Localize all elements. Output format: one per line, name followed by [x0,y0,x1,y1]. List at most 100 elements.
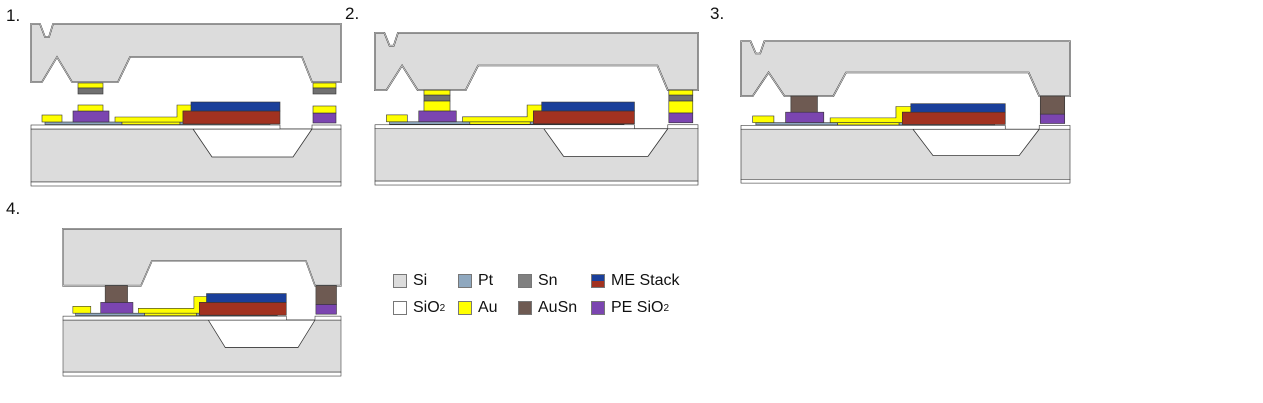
top-si-cap [30,23,342,83]
pe-sio2-pad [418,110,457,123]
legend-me-stack: ME Stack [591,272,679,290]
pe-sio2-right [315,304,337,315]
au-bond-pad-top [77,82,104,89]
legend-ausn: AuSn [518,299,577,317]
sn-solder [423,94,451,102]
step-1-label: 1. [6,6,21,25]
sn-solder-top [77,87,104,95]
top-si-cap [740,40,1071,97]
legend-label: Pt [478,272,494,289]
pt-electrode [389,121,471,125]
si-swatch [393,274,407,288]
bottom-sio2-layer [62,371,342,377]
top-sio2-liner [62,228,342,286]
sio2-right-post [311,124,342,130]
au-bond-pad-top [423,89,451,96]
au-bond-pad-bottom [77,104,104,112]
substrate-cavity [207,319,316,348]
pt-swatch [458,274,472,288]
bottom-sio2-layer [740,179,1071,184]
bottom-sio2-layer [374,180,699,186]
au-trace-lower [144,312,197,316]
sio2-right-post [1038,125,1071,130]
legend-si: Si [393,272,427,290]
step-2-cross-section [374,32,699,186]
au-pad-left [386,114,408,123]
legend-label: Au [478,299,498,316]
pe-sio2-pad [72,110,110,123]
me-stack-top [206,293,287,303]
ausn-bond-right [315,285,337,305]
sio2-membrane [740,125,1006,130]
substrate-cavity [192,128,313,158]
legend-label: ME Stack [611,272,680,289]
me-stack-bottom [533,110,635,125]
step-1-cross-section [30,23,342,187]
legend-label: AuSn [538,299,578,316]
pt-electrode [44,121,123,125]
me-stack-top [541,101,635,112]
sn-solder-right [312,87,337,95]
sio2-membrane [62,315,287,321]
au-bond-pad-right-bottom [668,100,694,114]
me-stack-swatch [591,274,605,288]
me-stack-bottom [199,302,287,316]
pt-electrode [75,312,145,316]
me-stack-bottom [901,111,1006,125]
ausn-bond [790,95,818,113]
pe-sio2-right [668,112,694,124]
au-pad-left [41,114,63,123]
me-stack-top [190,101,281,112]
top-sio2-liner [740,40,1071,97]
legend-label: PE SiO [611,299,664,316]
au-bond-pad-right-bottom [312,105,337,114]
top-si-cap [62,227,342,287]
sio2-membrane [30,124,281,130]
legend-subscript: 2 [663,302,670,314]
au-bond-pad-right-top [668,89,694,96]
me-stack-bottom [182,110,281,125]
legend-au: Au [458,299,498,317]
legend-label: Sn [538,272,558,289]
pe-sio2-swatch [591,301,605,315]
ausn-bond [104,285,128,303]
au-trace-lower [469,121,531,125]
au-swatch [458,301,472,315]
sio2-membrane [374,124,635,130]
step-3-cross-section [740,40,1071,184]
pe-sio2-pad [785,111,825,123]
pe-sio2-right [1039,113,1066,124]
sio2-right-post [314,315,342,321]
step-4-cross-section [62,227,342,377]
pt-electrode [755,122,838,126]
top-si-cap [374,32,699,91]
ausn-swatch [518,301,532,315]
au-bond-pad-right-top [312,82,337,89]
step-3-label: 3. [710,4,725,23]
legend-label: SiO [413,299,440,316]
substrate-cavity [912,128,1041,157]
step-4-label: 4. [6,199,21,218]
pe-sio2-right [312,112,337,124]
legend-pt: Pt [458,272,493,290]
sio2-right-post [667,124,699,130]
au-bond-pad-bottom [423,100,451,112]
ausn-bond-right [1039,95,1066,115]
me-stack-top [910,103,1006,113]
au-pad-left [752,115,775,123]
top-sio2-liner [374,32,699,91]
au-trace-lower [837,122,900,126]
step-2-label: 2. [345,4,360,23]
top-sio2-liner [30,23,342,83]
legend-label: Si [413,272,428,289]
pe-sio2-pad [100,302,134,314]
sn-solder-right [668,94,694,102]
legend-subscript: 2 [439,302,446,314]
au-trace-lower [121,121,181,125]
au-pad-left [72,306,92,314]
sio2-swatch [393,301,407,315]
sn-swatch [518,274,532,288]
legend-sn: Sn [518,272,558,290]
